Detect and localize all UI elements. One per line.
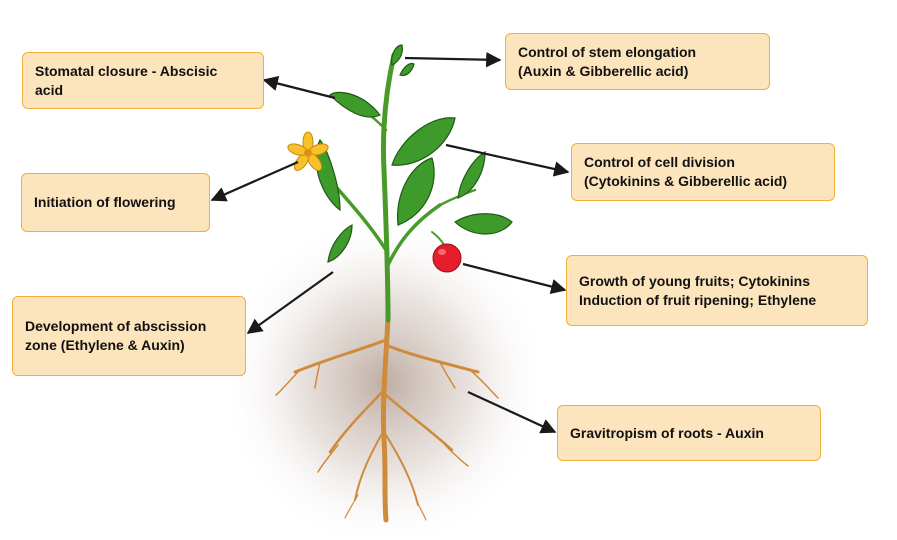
leaves [315,44,513,263]
arrow-flowering [210,160,299,202]
label-stem-elongation-text: Control of stem elongation (Auxin & Gibb… [518,43,697,79]
fruit-highlight [438,249,446,255]
label-stem-elongation: Control of stem elongation (Auxin & Gibb… [505,33,770,90]
label-stomatal-closure: Stomatal closure - Abscisic acid [22,52,264,109]
arrow-cell-division [445,143,570,177]
label-fruits-text: Growth of young fruits; Cytokinins Induc… [579,272,817,308]
label-abscission-text: Development of abscission zone (Ethylene… [25,318,207,353]
arrow-stomatal-closure [262,75,336,100]
arrow-gravitropism [467,391,557,434]
label-gravitropism: Gravitropism of roots - Auxin [557,405,821,461]
fruit [432,243,462,273]
label-flowering-text: Initiation of flowering [34,194,176,210]
label-abscission: Development of abscission zone (Ethylene… [12,296,246,376]
label-flowering: Initiation of flowering [21,173,210,232]
roots [275,315,499,523]
arrows [210,52,570,434]
flower [287,131,329,172]
label-fruits: Growth of young fruits; Cytokinins Induc… [566,255,868,326]
label-gravitropism-text: Gravitropism of roots - Auxin [570,424,764,441]
arrow-abscission [246,271,334,334]
label-stomatal-closure-text: Stomatal closure - Abscisic acid [35,62,218,98]
arrow-fruits [462,262,567,295]
arrow-stem-elongation [404,52,502,68]
label-cell-division-text: Control of cell division (Cytokinins & G… [584,154,788,189]
label-cell-division: Control of cell division (Cytokinins & G… [571,143,835,201]
